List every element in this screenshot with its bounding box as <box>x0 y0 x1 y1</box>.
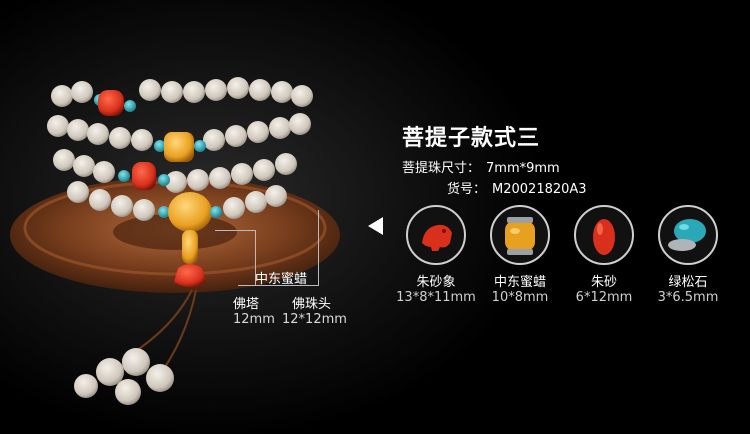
stupa-size: 12mm <box>233 312 275 327</box>
bead-strands <box>47 77 313 405</box>
amber-bead-icon <box>490 205 550 265</box>
accessory-size: 13*8*11mm <box>396 290 476 305</box>
callout-line-wax-v <box>255 230 256 285</box>
spec-size-label: 菩提珠尺寸： <box>402 161 481 176</box>
accessory-name: 中东蜜蜡 <box>493 275 546 290</box>
accessory-name: 绿松石 <box>668 275 708 290</box>
guru-bead-label: 佛珠头 <box>292 297 332 312</box>
callout-stupa: 佛塔 12mm <box>233 293 275 327</box>
callout-line-wax <box>215 230 255 231</box>
product-title: 菩提子款式三 <box>402 126 541 151</box>
accessory-name: 朱砂象 <box>416 275 456 290</box>
accessory-cinnabar-elephant: 朱砂象 13*8*11mm <box>388 205 484 305</box>
accessory-amber-bead: 中东蜜蜡 10*8mm <box>472 205 568 305</box>
accessory-turquoise-bead: 绿松石 3*6.5mm <box>640 205 736 305</box>
callout-guru-bead: 佛珠头 12*12mm <box>282 293 347 327</box>
turquoise-bead-icon <box>658 205 718 265</box>
cinnabar-bead-icon <box>574 205 634 265</box>
spec-size-row: 菩提珠尺寸： 7mm*9mm <box>402 157 560 176</box>
accessory-name: 朱砂 <box>590 275 617 290</box>
accessory-size: 3*6.5mm <box>657 290 719 305</box>
cinnabar-elephant <box>174 264 206 287</box>
spec-sku-label: 货号： <box>447 182 487 197</box>
cinnabar-elephant-icon <box>406 205 466 265</box>
stupa-bead <box>182 230 198 264</box>
accessory-cinnabar-bead: 朱砂 6*12mm <box>556 205 652 305</box>
pointer-arrow-icon <box>368 217 383 235</box>
spec-sku-row: 货号： M20021820A3 <box>447 178 587 197</box>
accessory-size: 6*12mm <box>575 290 633 305</box>
stupa-label: 佛塔 <box>233 297 260 312</box>
spec-size-value: 7mm*9mm <box>486 161 560 176</box>
spec-sku-value: M20021820A3 <box>492 182 587 197</box>
guru-bead <box>168 192 212 232</box>
guru-bead-size: 12*12mm <box>282 312 347 327</box>
callout-mideast-wax: 中东蜜蜡 <box>255 272 308 287</box>
accessory-size: 10*8mm <box>491 290 549 305</box>
callout-line-guru <box>318 210 319 285</box>
callout-line-base <box>238 285 319 286</box>
bodhi-bracelet-photo <box>10 77 340 405</box>
